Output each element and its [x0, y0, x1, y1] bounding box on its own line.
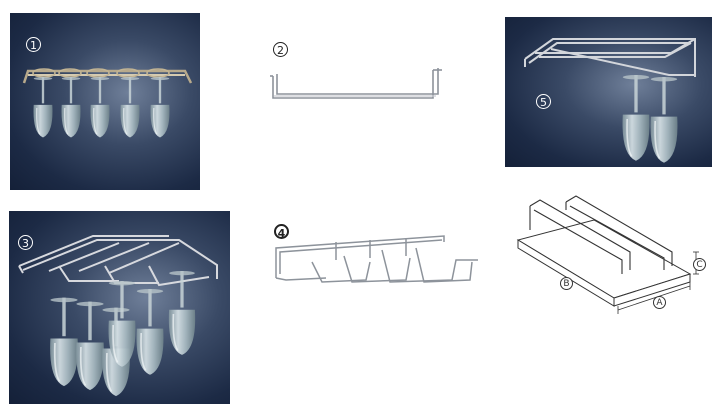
product-illustration-2: 2: [258, 28, 448, 118]
product-photo-1: 1: [10, 13, 200, 190]
dimension-label-b: B: [560, 277, 573, 290]
item-number-badge: 5: [536, 94, 551, 109]
rack-multi-row-illustration: [18, 235, 218, 397]
item-number-badge: 3: [18, 235, 33, 250]
rack-single-row-illustration: [22, 68, 193, 139]
rack-dimension-drawing: [516, 195, 699, 314]
dimension-label-a: A: [653, 296, 666, 309]
product-illustration-4: 4: [266, 218, 482, 298]
item-number-badge: 4: [274, 224, 289, 240]
rack-four-channel-illustration: [275, 235, 478, 283]
product-photo-3: 3: [9, 211, 230, 404]
item-number-badge: 1: [26, 37, 41, 52]
dimension-diagram: B A C: [510, 190, 720, 325]
product-photo-5: 5: [505, 17, 712, 167]
item-number-badge: 2: [273, 42, 288, 57]
dimension-label-c: C: [693, 258, 706, 271]
rack-rail-illustration: [270, 68, 442, 99]
rack-double-channel-illustration: [524, 38, 696, 164]
